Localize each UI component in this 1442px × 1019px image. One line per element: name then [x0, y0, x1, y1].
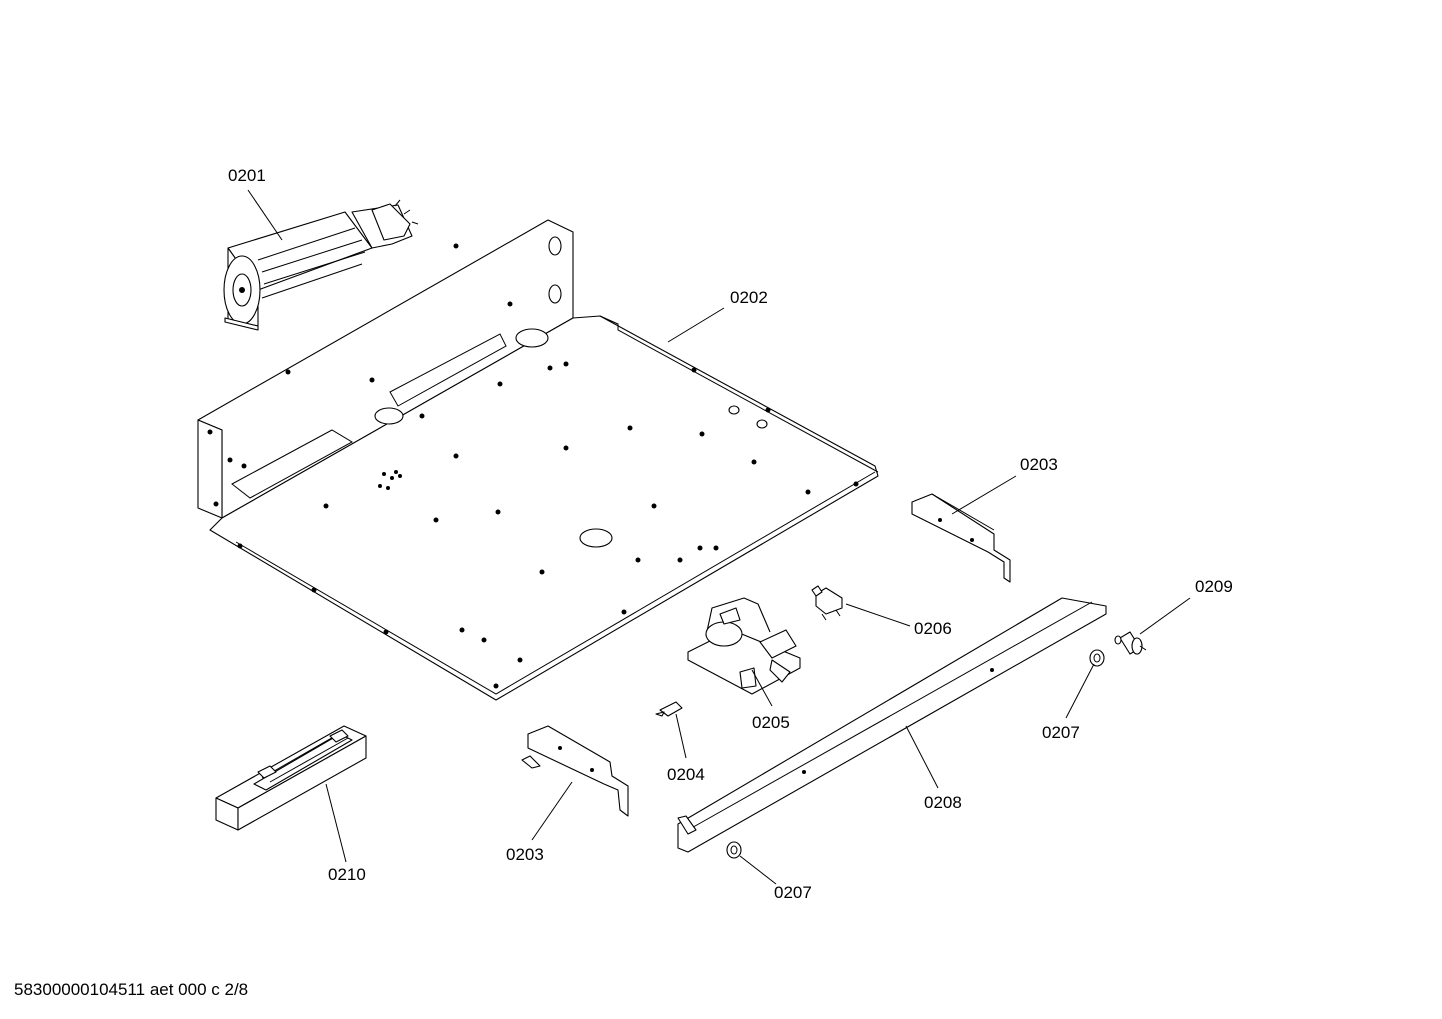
leader-switch [845, 603, 911, 627]
leader-bracket-left [531, 781, 573, 841]
drawing-reference: 58300000104511 aet 000 c 2/8 [14, 980, 249, 999]
leader-knob [1139, 597, 1191, 635]
part-switch [811, 585, 843, 621]
label-grommet-upper: 0207 [1042, 723, 1080, 742]
leader-clip [675, 713, 687, 759]
part-transformer [215, 725, 367, 831]
part-fan [223, 199, 419, 331]
leader-mechanism [751, 669, 773, 707]
label-front-strip: 0208 [924, 793, 962, 812]
part-grommet-lower [726, 841, 742, 859]
leader-front-strip [905, 725, 939, 789]
leader-tray [667, 307, 725, 343]
label-bracket-left: 0203 [506, 845, 544, 864]
part-bracket-left [521, 725, 629, 817]
part-tray [197, 219, 879, 701]
part-grommet-upper [1089, 649, 1105, 667]
label-grommet-lower: 0207 [774, 883, 812, 902]
part-mechanism [687, 597, 801, 695]
leader-fan [247, 189, 283, 241]
label-fan: 0201 [228, 166, 266, 185]
label-switch: 0206 [914, 619, 952, 638]
label-transformer: 0210 [328, 865, 366, 884]
leader-transformer [325, 783, 347, 863]
leader-grommet-lower [739, 855, 777, 885]
leader-bracket-right [951, 475, 1017, 515]
part-bracket-right [911, 493, 1011, 583]
part-clip [655, 701, 683, 717]
leader-grommet-upper [1065, 663, 1095, 719]
label-tray: 0202 [730, 288, 768, 307]
part-front-strip [677, 597, 1107, 853]
label-clip: 0204 [667, 765, 705, 784]
label-bracket-right: 0203 [1020, 455, 1058, 474]
part-knob [1114, 631, 1147, 655]
label-knob: 0209 [1195, 577, 1233, 596]
label-mechanism: 0205 [752, 713, 790, 732]
